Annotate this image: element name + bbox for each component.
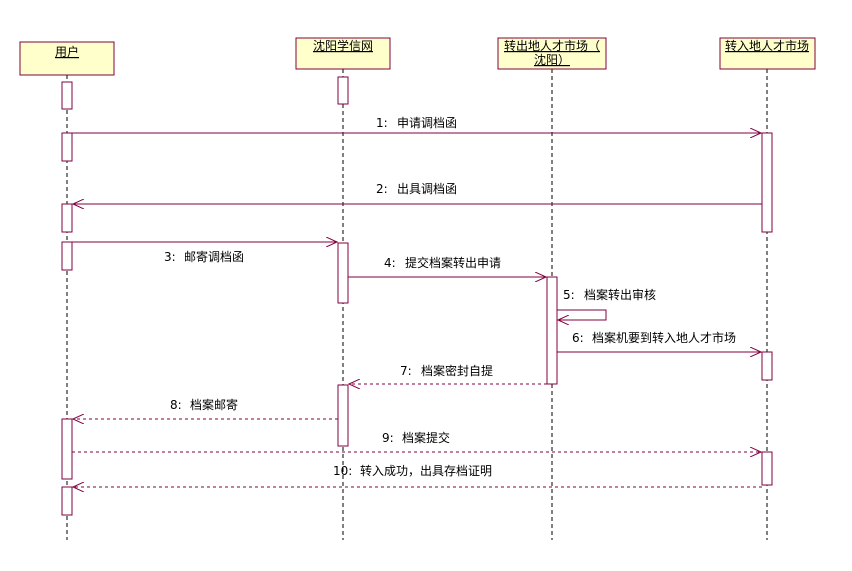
message-label: 档案邮寄 — [190, 397, 238, 412]
activation-bar — [337, 242, 349, 304]
participant-box — [719, 37, 816, 70]
participant-out[interactable]: 转出地人才市场（ 沈阳） — [497, 37, 607, 70]
message-label: 出具调档函 — [397, 182, 457, 196]
activation-bar — [61, 81, 73, 110]
participant-label-line-2: 沈阳） — [534, 52, 570, 67]
participant-in[interactable]: 转入地人才市场 — [719, 37, 816, 70]
activation-bar — [761, 132, 773, 233]
message-5[interactable]: 5: 档案转出审核 — [557, 287, 656, 320]
activation-bar — [761, 351, 773, 381]
message-number: 2: — [376, 182, 388, 196]
message-number: 6: — [572, 331, 584, 345]
message-3[interactable]: 3: 邮寄调档函 — [72, 242, 337, 264]
participant-label-line-1: 转出地人才市场（ — [504, 38, 600, 53]
activations — [61, 76, 773, 516]
message-number: 9: — [382, 431, 394, 445]
message-label: 档案转出审核 — [584, 287, 656, 302]
message-10[interactable]: 10: 转入成功，出具存档证明 — [73, 463, 762, 487]
message-number: 10: — [333, 464, 352, 478]
message-label: 档案密封自提 — [421, 363, 493, 378]
participant-box — [295, 37, 391, 70]
message-7[interactable]: 7: 档案密封自提 — [349, 363, 547, 384]
message-label: 提交档案转出申请 — [405, 255, 501, 270]
message-label: 邮寄调档函 — [184, 249, 244, 264]
participant-box — [497, 37, 607, 70]
message-8[interactable]: 8: 档案邮寄 — [73, 397, 338, 419]
message-number: 8: — [170, 398, 182, 412]
message-1[interactable]: 1: 申请调档函 — [72, 116, 761, 133]
activation-bar — [61, 418, 73, 480]
participant-user[interactable]: 用户 — [19, 41, 115, 76]
message-label: 档案提交 — [402, 430, 450, 445]
message-number: 7: — [400, 364, 412, 378]
message-6[interactable]: 6: 档案机要到转入地人才市场 — [557, 330, 761, 352]
message-arrow — [557, 309, 607, 320]
activation-bar — [337, 76, 349, 105]
activation-bar — [337, 384, 349, 447]
message-label: 转入成功，出具存档证明 — [360, 463, 492, 478]
message-number: 3: — [164, 250, 176, 264]
message-9[interactable]: 9: 档案提交 — [72, 430, 761, 452]
participant-syxx[interactable]: 沈阳学信网 — [295, 37, 391, 70]
message-label: 档案机要到转入地人才市场 — [592, 330, 736, 345]
message-number: 4: — [384, 256, 396, 270]
activation-bar — [61, 241, 73, 271]
participant-box — [19, 41, 115, 76]
participant-label: 转入地人才市场 — [725, 38, 809, 53]
message-2[interactable]: 2: 出具调档函 — [73, 182, 762, 204]
activation-bar — [546, 276, 558, 385]
messages: 1: 申请调档函 2: 出具调档函 3: 邮寄调档函 4: 提交档案转出申请 5… — [72, 116, 762, 487]
activation-bar — [61, 132, 73, 162]
participant-label: 用户 — [55, 44, 79, 59]
message-4[interactable]: 4: 提交档案转出申请 — [348, 255, 546, 277]
message-label: 申请调档函 — [397, 116, 457, 130]
activation-bar — [61, 203, 73, 233]
participant-label: 沈阳学信网 — [313, 38, 373, 53]
activation-bar — [61, 486, 73, 516]
activation-bar — [761, 451, 773, 486]
message-number: 5: — [563, 288, 575, 302]
message-number: 1: — [376, 116, 388, 130]
